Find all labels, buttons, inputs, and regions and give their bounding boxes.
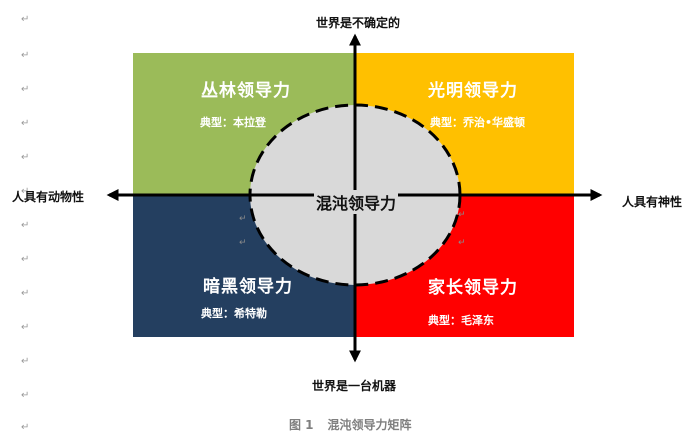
quadrant-jungle-example: 典型：本拉登 — [200, 116, 266, 129]
paragraph-mark: ↵ — [21, 118, 30, 129]
quadrant-dark-title: 暗黑领导力 — [203, 277, 293, 297]
quadrant-paternal-title: 家长领导力 — [428, 278, 518, 298]
quadrant-paternal-example: 典型：毛泽东 — [428, 314, 494, 327]
paragraph-mark: ↵ — [21, 356, 30, 367]
center-label: 混沌领导力 — [314, 190, 399, 214]
axis-label-right: 人具有神性 — [622, 195, 683, 209]
figure-title: 混沌领导力矩阵 — [327, 418, 412, 432]
axis-label-left: 人具有动物性 — [12, 190, 85, 204]
paragraph-mark: ↵ — [21, 84, 30, 95]
quadrant-dark-example: 典型：希特勒 — [201, 307, 267, 320]
paragraph-mark: ↵ — [21, 50, 30, 61]
paragraph-mark: ↵ — [21, 390, 30, 401]
inline-paragraph-mark: ↵ — [239, 214, 247, 224]
paragraph-mark: ↵ — [21, 422, 30, 433]
paragraph-mark: ↵ — [21, 14, 30, 25]
paragraph-mark: ↵ — [21, 288, 30, 299]
paragraph-mark: ↵ — [21, 186, 30, 197]
inline-paragraph-mark: ↵ — [458, 238, 466, 248]
paragraph-mark: ↵ — [21, 322, 30, 333]
inline-paragraph-mark: ↵ — [458, 210, 466, 220]
axis-label-bottom: 世界是一台机器 — [312, 379, 397, 393]
figure-caption: 图 1 混沌领导力矩阵 — [289, 416, 412, 433]
figure-number: 图 1 — [289, 418, 314, 432]
quadrant-light-title: 光明领导力 — [428, 81, 518, 101]
inline-paragraph-mark: ↵ — [239, 238, 247, 248]
axis-label-top: 世界是不确定的 — [316, 16, 401, 30]
paragraph-mark: ↵ — [21, 152, 30, 163]
quadrant-light-example: 典型：乔治•华盛顿 — [430, 116, 526, 129]
paragraph-mark: ↵ — [21, 220, 30, 231]
paragraph-mark: ↵ — [21, 254, 30, 265]
quadrant-jungle-title: 丛林领导力 — [201, 81, 291, 101]
